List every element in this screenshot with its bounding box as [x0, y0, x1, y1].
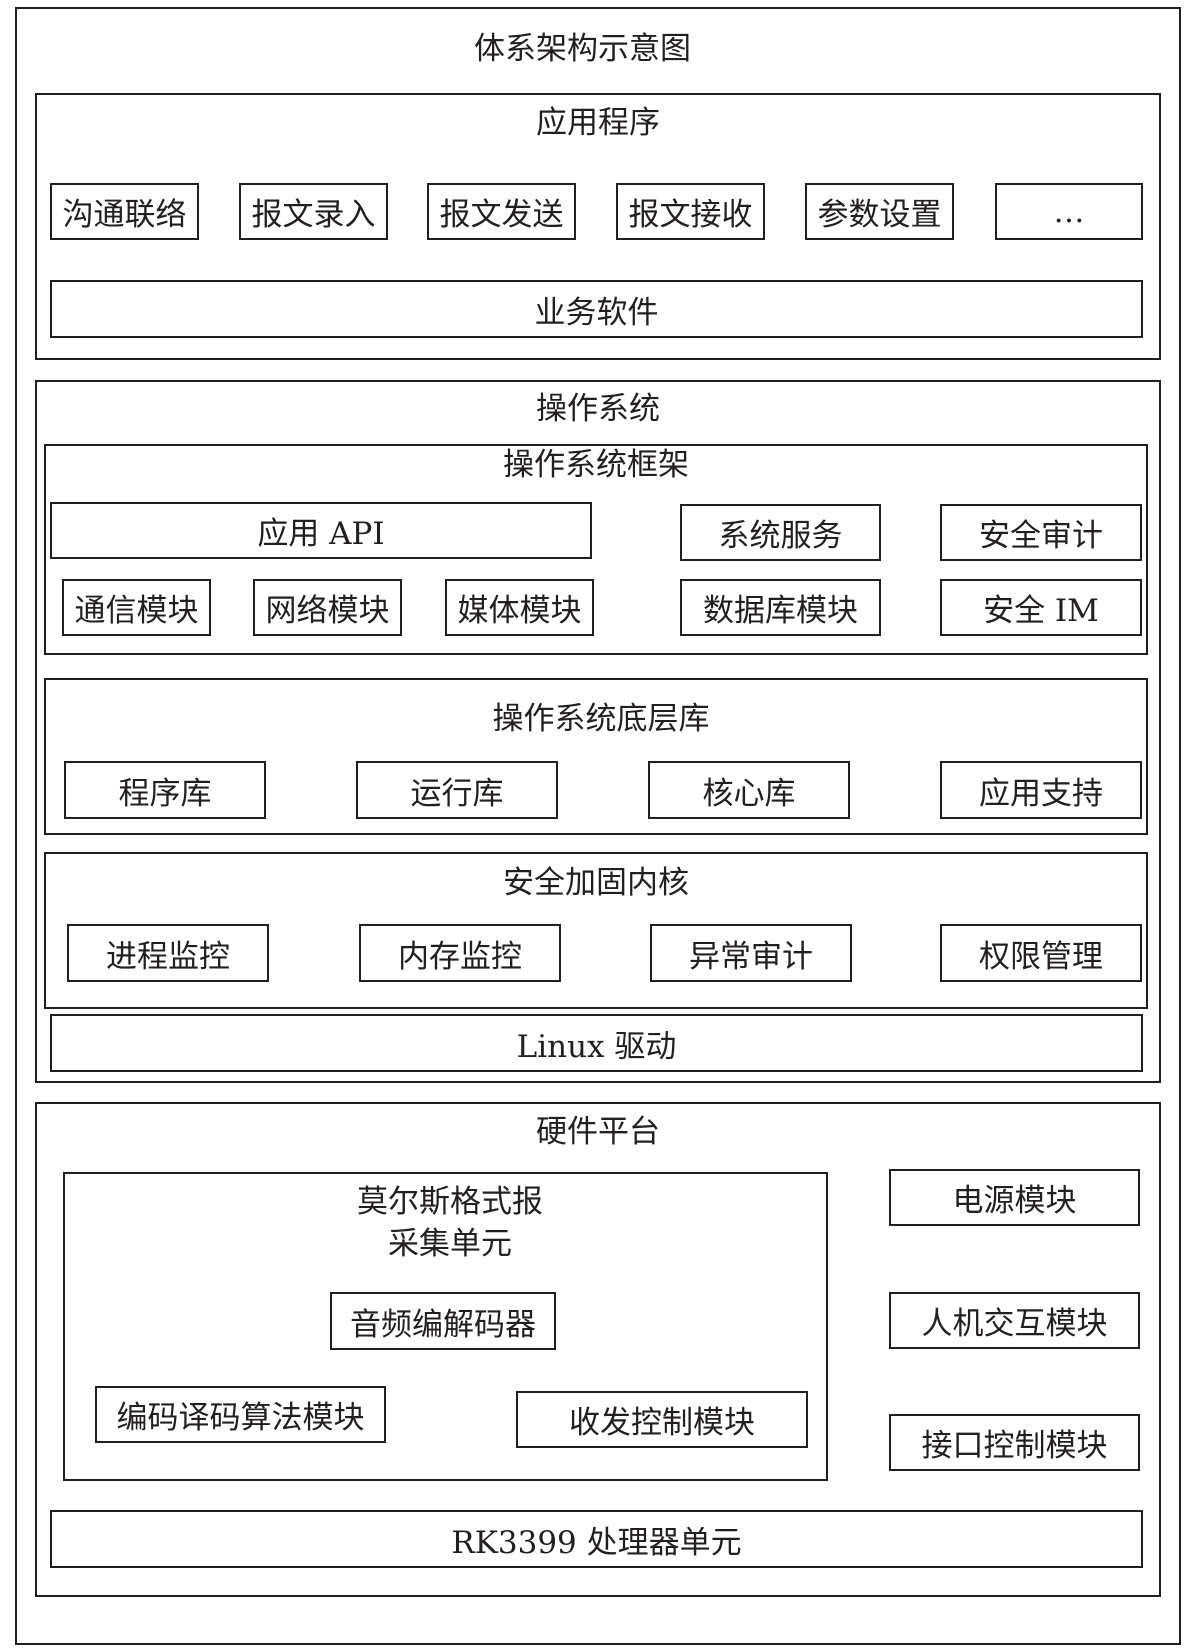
codec-algorithm-module: 编码译码算法模块: [95, 1386, 386, 1443]
comm-module: 通信模块: [62, 579, 211, 636]
hmi-module: 人机交互模块: [889, 1292, 1140, 1349]
app-support: 应用支持: [940, 761, 1142, 819]
power-module: 电源模块: [889, 1169, 1140, 1226]
audio-codec: 音频编解码器: [330, 1292, 556, 1350]
diagram-title: 体系架构示意图: [474, 31, 691, 67]
os-framework-title: 操作系统框架: [503, 447, 689, 483]
app-item-parameter-settings: 参数设置: [805, 183, 954, 240]
media-module: 媒体模块: [445, 579, 594, 636]
app-item-message-entry: 报文录入: [239, 183, 388, 240]
system-service: 系统服务: [680, 504, 881, 561]
runtime-library: 运行库: [356, 761, 558, 819]
processor-unit: RK3399 处理器单元: [50, 1510, 1143, 1568]
app-item-message-receive: 报文接收: [616, 183, 765, 240]
process-monitor: 进程监控: [67, 924, 269, 982]
program-library: 程序库: [64, 761, 266, 819]
os-layer-title: 操作系统: [536, 391, 660, 427]
morse-unit-title-line1: 莫尔斯格式报: [357, 1184, 543, 1220]
memory-monitor: 内存监控: [359, 924, 561, 982]
app-item-communication: 沟通联络: [50, 183, 199, 240]
linux-driver: Linux 驱动: [50, 1014, 1143, 1072]
security-audit: 安全审计: [940, 504, 1142, 561]
permission-management: 权限管理: [940, 924, 1142, 982]
interface-control-module: 接口控制模块: [889, 1414, 1140, 1471]
security-im: 安全 IM: [940, 579, 1142, 636]
core-library: 核心库: [648, 761, 850, 819]
morse-unit-title-line2: 采集单元: [388, 1226, 512, 1262]
security-kernel-title: 安全加固内核: [503, 865, 689, 901]
network-module: 网络模块: [253, 579, 402, 636]
database-module: 数据库模块: [680, 579, 881, 636]
app-item-message-send: 报文发送: [427, 183, 576, 240]
hardware-layer-title: 硬件平台: [536, 1114, 660, 1150]
application-layer-title: 应用程序: [536, 105, 660, 141]
business-software: 业务软件: [50, 280, 1143, 338]
app-item-ellipsis: …: [995, 183, 1143, 240]
exception-audit: 异常审计: [650, 924, 852, 982]
txrx-control-module: 收发控制模块: [516, 1391, 808, 1448]
app-api: 应用 API: [50, 502, 592, 559]
os-base-library-title: 操作系统底层库: [492, 701, 710, 737]
